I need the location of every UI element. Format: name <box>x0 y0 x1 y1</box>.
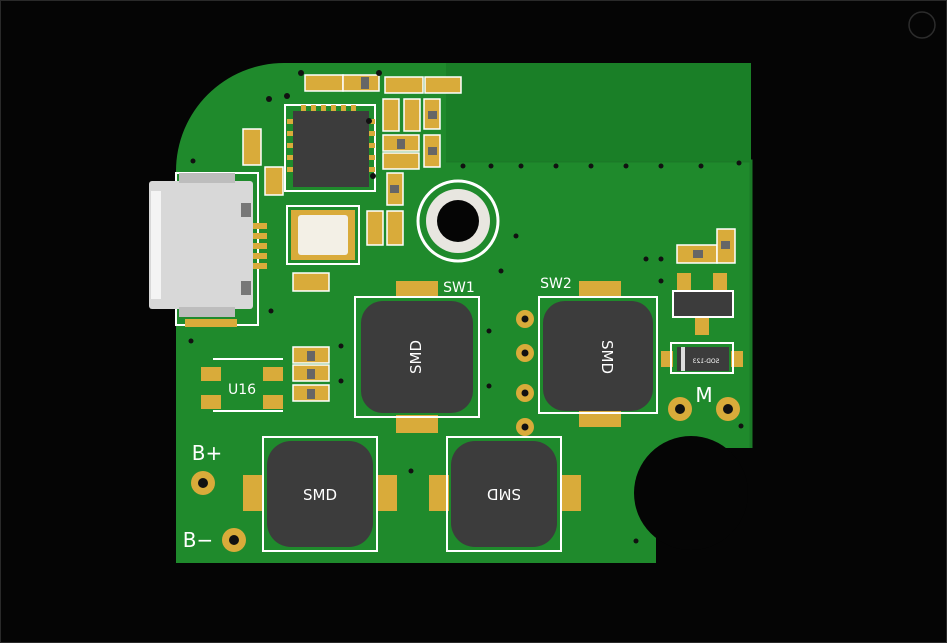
motor-label: M <box>695 383 712 407</box>
sw2-label: SW2 <box>540 276 572 292</box>
switch-sw2: SMD SW2 <box>538 276 658 427</box>
diode-package-label: SOD-123 <box>692 358 719 365</box>
inductor-left: SMD <box>243 436 397 552</box>
mcu-ic <box>284 104 376 192</box>
sw1-body-label: SMD <box>407 340 425 374</box>
crystal <box>286 205 360 265</box>
inductor-left-label: SMD <box>303 486 337 504</box>
u16-ic: U16 <box>201 358 283 412</box>
antenna-keepout <box>446 63 751 161</box>
sod123-diode: SOD-123 <box>661 342 743 374</box>
mounting-hole-ring <box>416 179 500 263</box>
inductor-right-label: SMD <box>487 485 521 503</box>
sw1-label: SW1 <box>443 280 475 296</box>
view-orbit-icon[interactable] <box>908 11 936 39</box>
vias <box>188 70 744 544</box>
usb-connector <box>149 172 267 327</box>
battery-plus-label: B+ <box>192 441 222 465</box>
battery-minus-label: B− <box>183 528 213 552</box>
sw2-body-label: SMD <box>598 340 616 374</box>
inductor-right: SMD <box>429 436 581 552</box>
mounting-cutout <box>634 436 748 550</box>
sot23-transistor <box>672 273 734 335</box>
through-hole-pads <box>191 310 740 552</box>
u16-label: U16 <box>228 382 256 398</box>
switch-sw1: SMD SW1 <box>354 280 480 433</box>
